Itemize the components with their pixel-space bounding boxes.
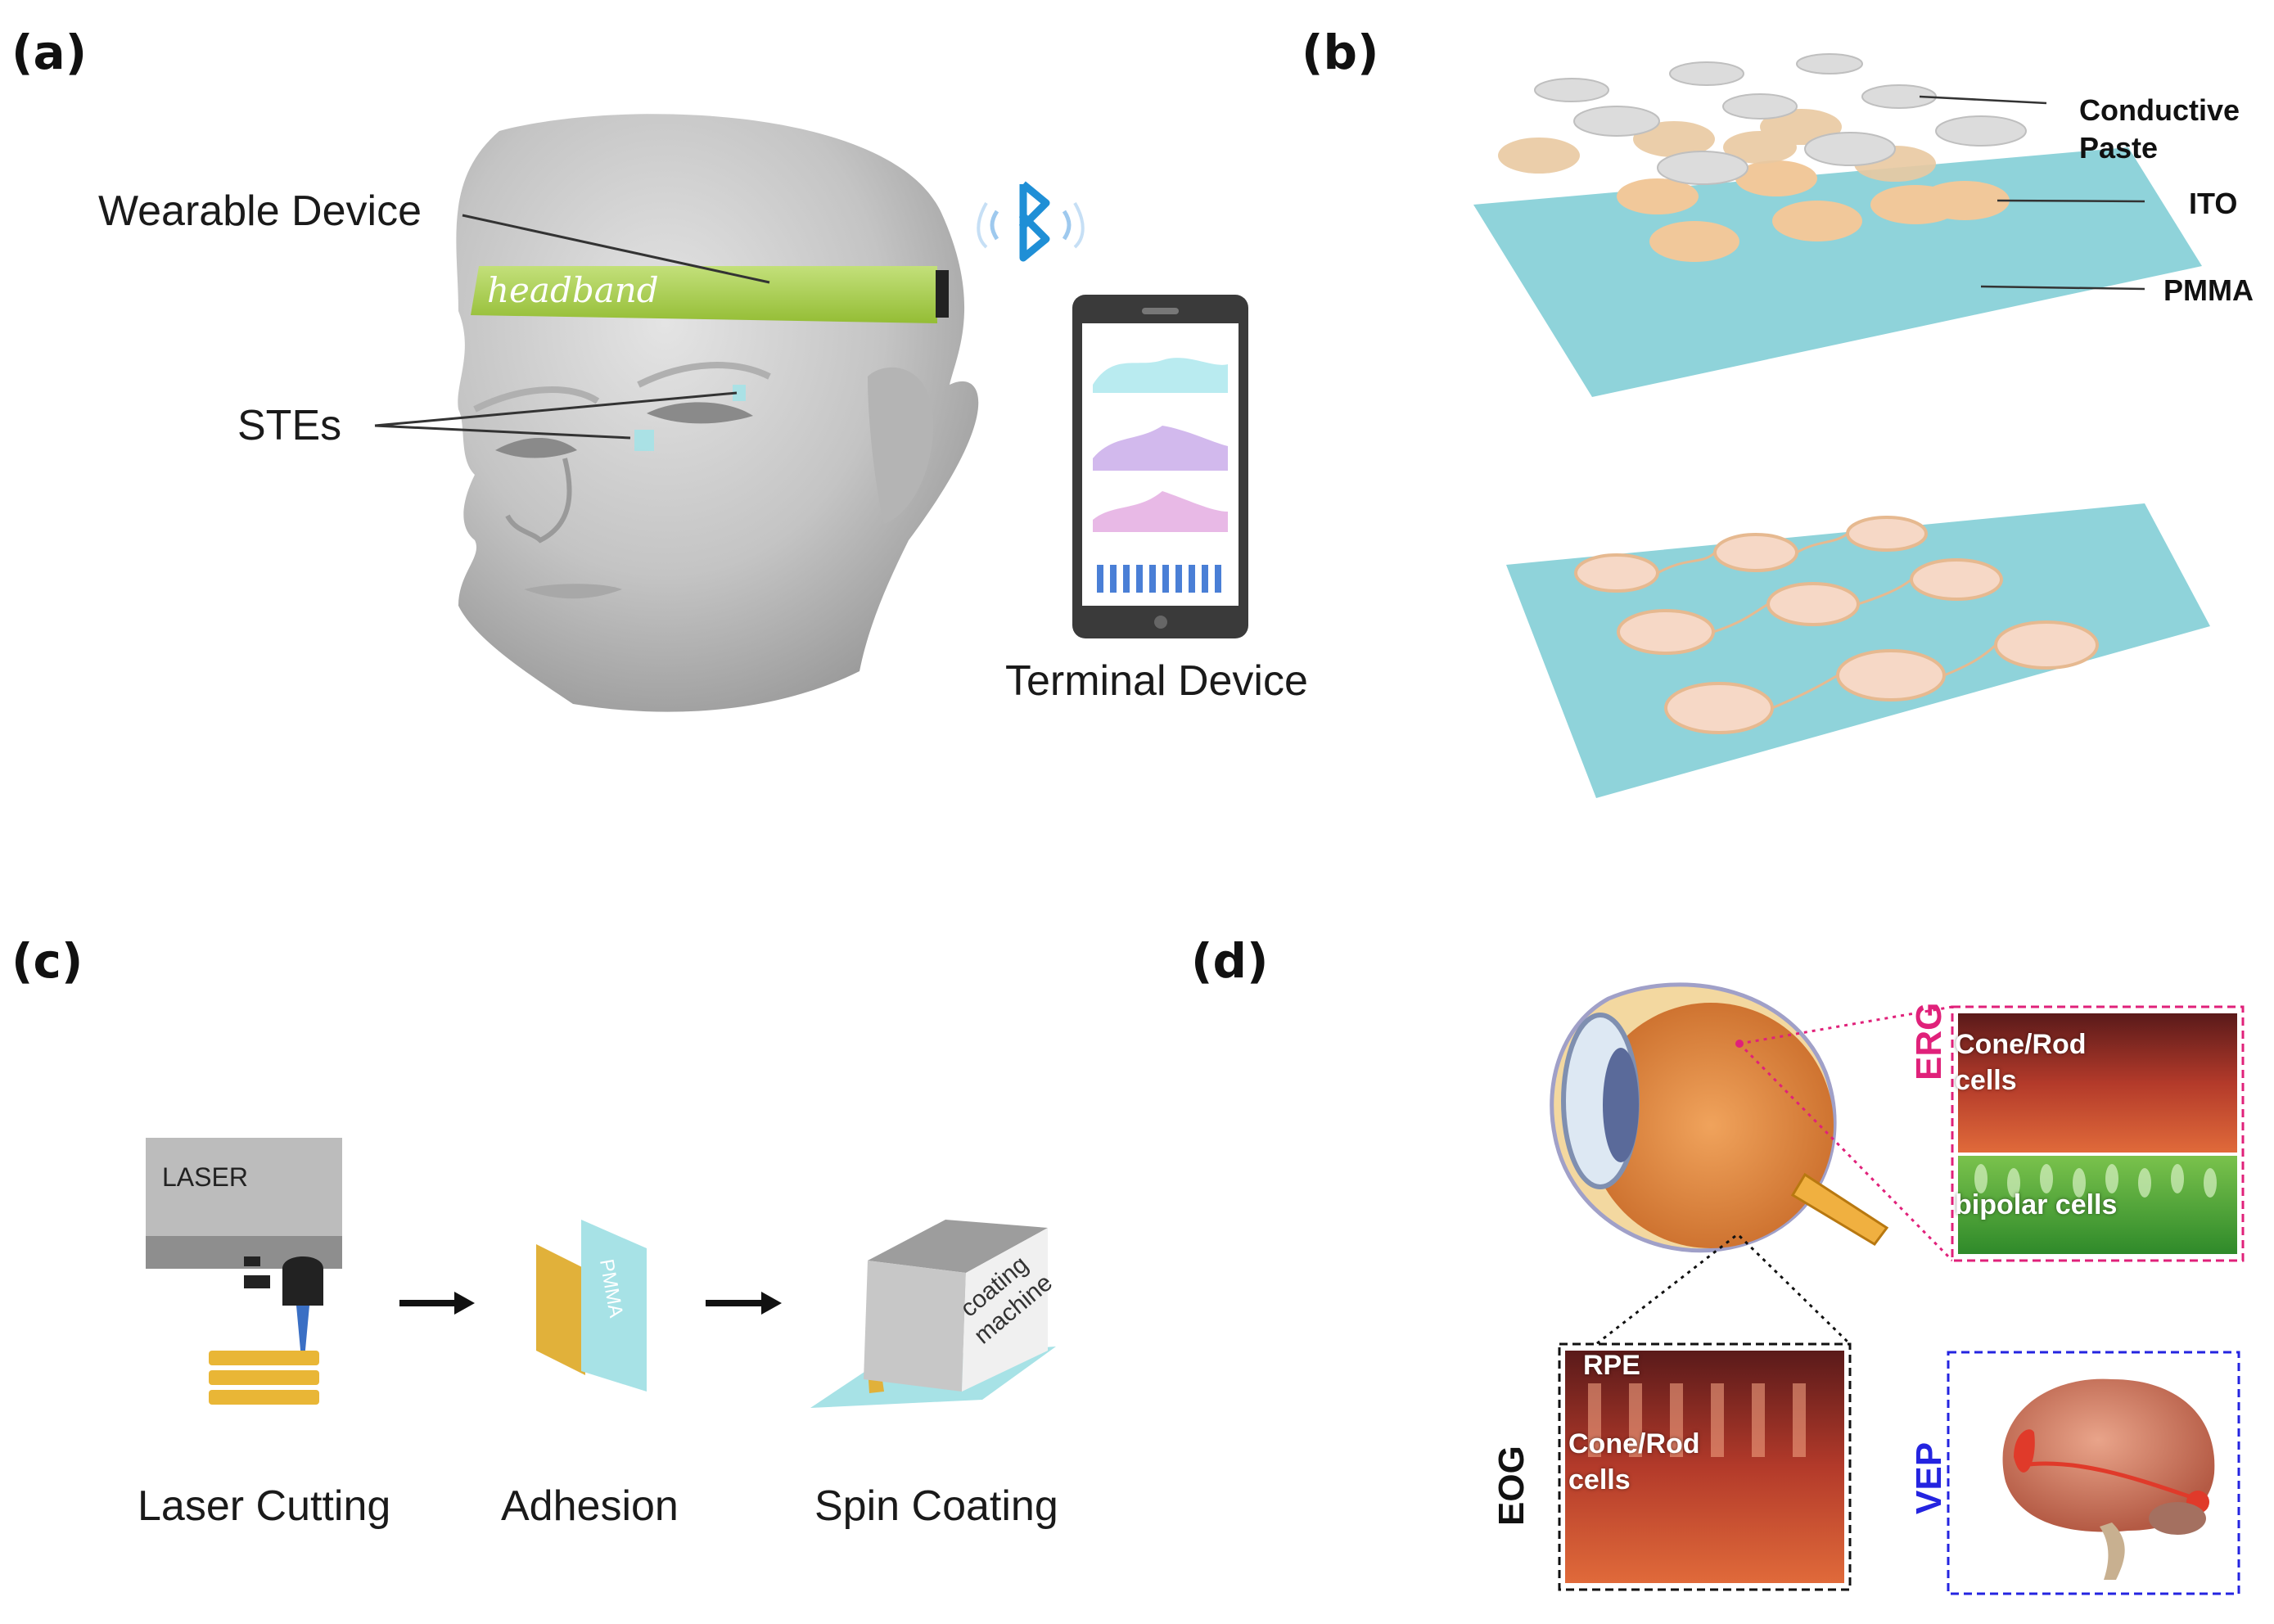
coating-machine bbox=[810, 1220, 1056, 1408]
conductive-paste-layer bbox=[1534, 53, 2027, 185]
conductive-paste-line-2: Paste bbox=[2079, 131, 2159, 165]
erg-bipolar-label: bipolar cells bbox=[1955, 1189, 2118, 1220]
panel-b-figure bbox=[1473, 53, 2210, 798]
erg-cone-rod-line-1: Cone/Rod bbox=[1955, 1029, 2087, 1060]
eog-cone-rod-label: Cone/Rod cells bbox=[1568, 1426, 1700, 1498]
eog-rpe-label: RPE bbox=[1583, 1350, 1640, 1381]
adhesion-stack bbox=[536, 1220, 647, 1392]
eog-cone-rod-line-1: Cone/Rod bbox=[1568, 1428, 1700, 1459]
eog-label: EOG bbox=[1491, 1446, 1532, 1526]
panel-label-c: (c) bbox=[11, 933, 83, 989]
conductive-paste-label: Conductive Paste bbox=[2079, 92, 2240, 167]
pmma-layer bbox=[1473, 147, 2202, 397]
smartphone-icon bbox=[1072, 295, 1248, 638]
pmma-substrate-assembled bbox=[1506, 503, 2210, 798]
erg-cone-rod-line-2: cells bbox=[1955, 1065, 2017, 1096]
wearable-device-label: Wearable Device bbox=[98, 187, 422, 235]
conductive-paste-line-1: Conductive bbox=[2079, 93, 2240, 127]
vep-brain-box bbox=[1947, 1351, 2240, 1595]
eye-icon bbox=[1550, 982, 1889, 1253]
panel-d-figure bbox=[1550, 982, 2245, 1595]
panel-c-figure bbox=[146, 1138, 1056, 1408]
panel-label-a: (a) bbox=[11, 25, 88, 80]
arrow-right-icon bbox=[706, 1292, 782, 1315]
laser-machine bbox=[146, 1138, 342, 1359]
laser-box-label: LASER bbox=[162, 1162, 248, 1192]
step-laser-cutting: Laser Cutting bbox=[138, 1482, 391, 1530]
ste-sensor bbox=[733, 385, 746, 401]
eog-retina-box bbox=[1558, 1342, 1852, 1591]
headband bbox=[471, 266, 949, 323]
terminal-device-label: Terminal Device bbox=[1005, 657, 1308, 705]
step-adhesion: Adhesion bbox=[501, 1482, 679, 1530]
arrow-right-icon bbox=[399, 1292, 475, 1315]
pmma-label: PMMA bbox=[2163, 273, 2254, 307]
ste-label: STEs bbox=[237, 402, 342, 449]
brain-icon bbox=[2002, 1378, 2215, 1580]
vep-label: VEP bbox=[1909, 1441, 1949, 1514]
ito-layer bbox=[1617, 160, 2010, 262]
panel-label-d: (d) bbox=[1191, 933, 1269, 989]
erg-label: ERG bbox=[1909, 1002, 1949, 1080]
panel-a-figure bbox=[374, 114, 1248, 712]
eog-cone-rod-line-2: cells bbox=[1568, 1464, 1631, 1495]
erg-cone-rod-label: Cone/Rod cells bbox=[1955, 1026, 2087, 1098]
ste-sensor bbox=[634, 430, 654, 451]
cut-electrode-pattern bbox=[209, 1351, 319, 1405]
erg-retina-box bbox=[1951, 1005, 2245, 1262]
panel-label-b: (b) bbox=[1302, 25, 1379, 80]
head-model bbox=[456, 114, 979, 712]
ito-label: ITO bbox=[2189, 187, 2238, 220]
headband-text: headband bbox=[487, 270, 659, 310]
step-spin-coating: Spin Coating bbox=[814, 1482, 1058, 1530]
bluetooth-icon bbox=[977, 181, 1085, 262]
